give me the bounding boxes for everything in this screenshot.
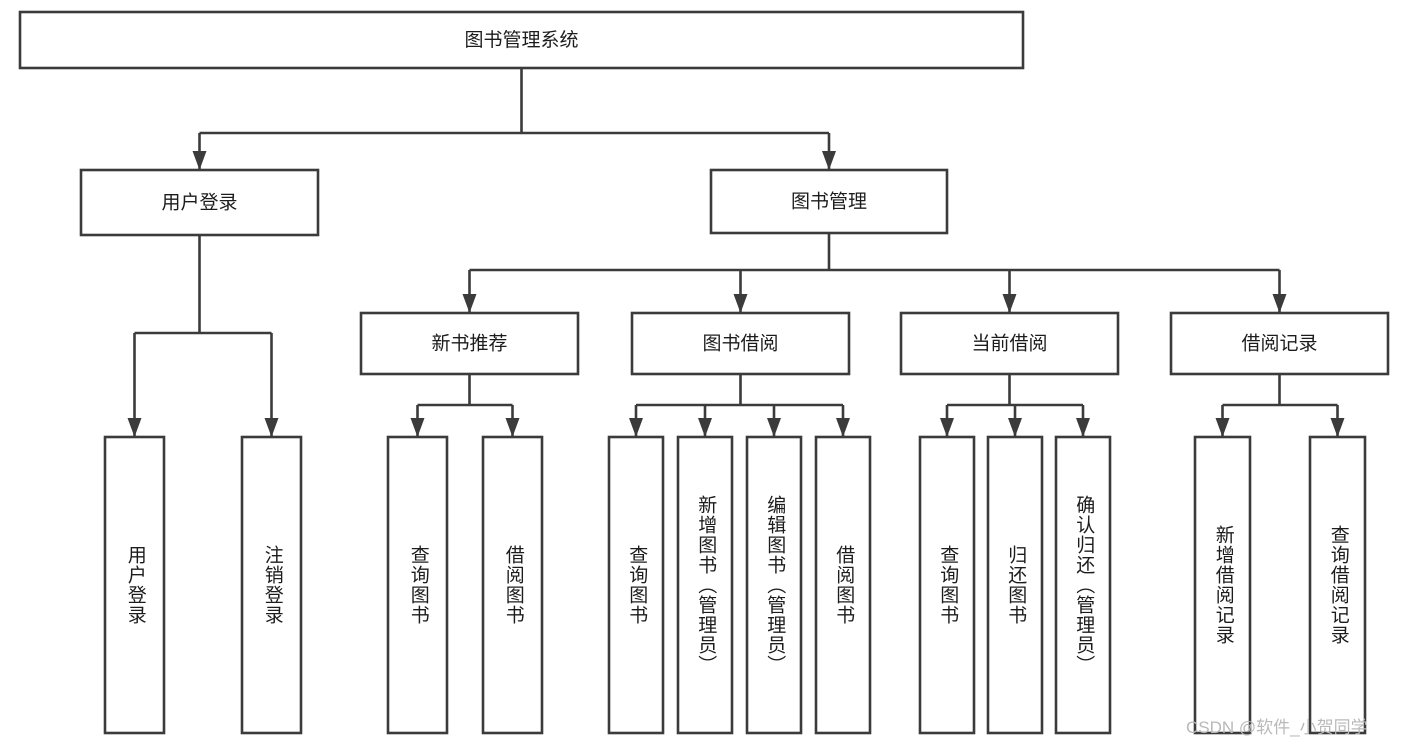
arrow-head-icon <box>940 418 954 437</box>
arrow-head-icon <box>698 418 712 437</box>
arrow-head-icon <box>1002 294 1017 313</box>
arrow-head-icon <box>192 151 207 170</box>
node-box[interactable] <box>386 435 449 735</box>
arrow-head-icon <box>822 151 836 170</box>
arrow-head-icon <box>1272 294 1287 313</box>
node-box[interactable] <box>103 435 166 735</box>
node-box[interactable] <box>814 435 872 735</box>
arrow-head-icon <box>733 294 748 313</box>
node-box[interactable] <box>1169 311 1390 376</box>
node-box[interactable] <box>630 311 851 376</box>
node-box[interactable] <box>481 435 544 735</box>
arrow-head-icon <box>1008 418 1022 437</box>
node-box[interactable] <box>359 311 580 376</box>
arrow-head-icon <box>505 418 520 437</box>
arrow-head-icon <box>767 418 781 437</box>
arrow-head-icon <box>836 418 850 437</box>
node-box[interactable] <box>607 435 665 735</box>
node-box[interactable] <box>18 10 1025 70</box>
node-box[interactable] <box>745 435 803 735</box>
node-box[interactable] <box>1308 435 1367 735</box>
arrow-head-icon <box>629 418 643 437</box>
node-box[interactable] <box>240 435 303 735</box>
node-box[interactable] <box>918 435 976 735</box>
node-label: 新书推荐 <box>431 333 507 355</box>
node-label: 图书管理 <box>791 191 867 213</box>
node-box[interactable] <box>709 168 949 235</box>
node-label: 借阅记录 <box>1241 333 1317 355</box>
node-box[interactable] <box>986 435 1044 735</box>
node-box[interactable] <box>676 435 734 735</box>
arrow-head-icon <box>127 418 142 437</box>
connector-layer <box>127 68 1345 437</box>
node-label: 图书管理系统 <box>464 29 578 51</box>
node-box[interactable] <box>1193 435 1252 735</box>
arrow-head-icon <box>1330 418 1345 437</box>
node-label: 当前借阅 <box>971 333 1047 355</box>
arrow-head-icon <box>264 418 279 437</box>
node-label: 用户登录 <box>161 192 237 214</box>
node-box[interactable] <box>79 168 320 237</box>
csdn-watermark: CSDN @软件_小贺同学 <box>1186 718 1368 737</box>
arrow-head-icon <box>462 294 477 313</box>
node-box[interactable] <box>1054 435 1112 735</box>
arrow-head-icon <box>1076 418 1090 437</box>
arrow-head-icon <box>1215 418 1230 437</box>
node-box[interactable] <box>899 311 1120 376</box>
arrow-head-icon <box>410 418 425 437</box>
node-label: 图书借阅 <box>702 333 778 355</box>
node-box-layer <box>18 10 1390 735</box>
